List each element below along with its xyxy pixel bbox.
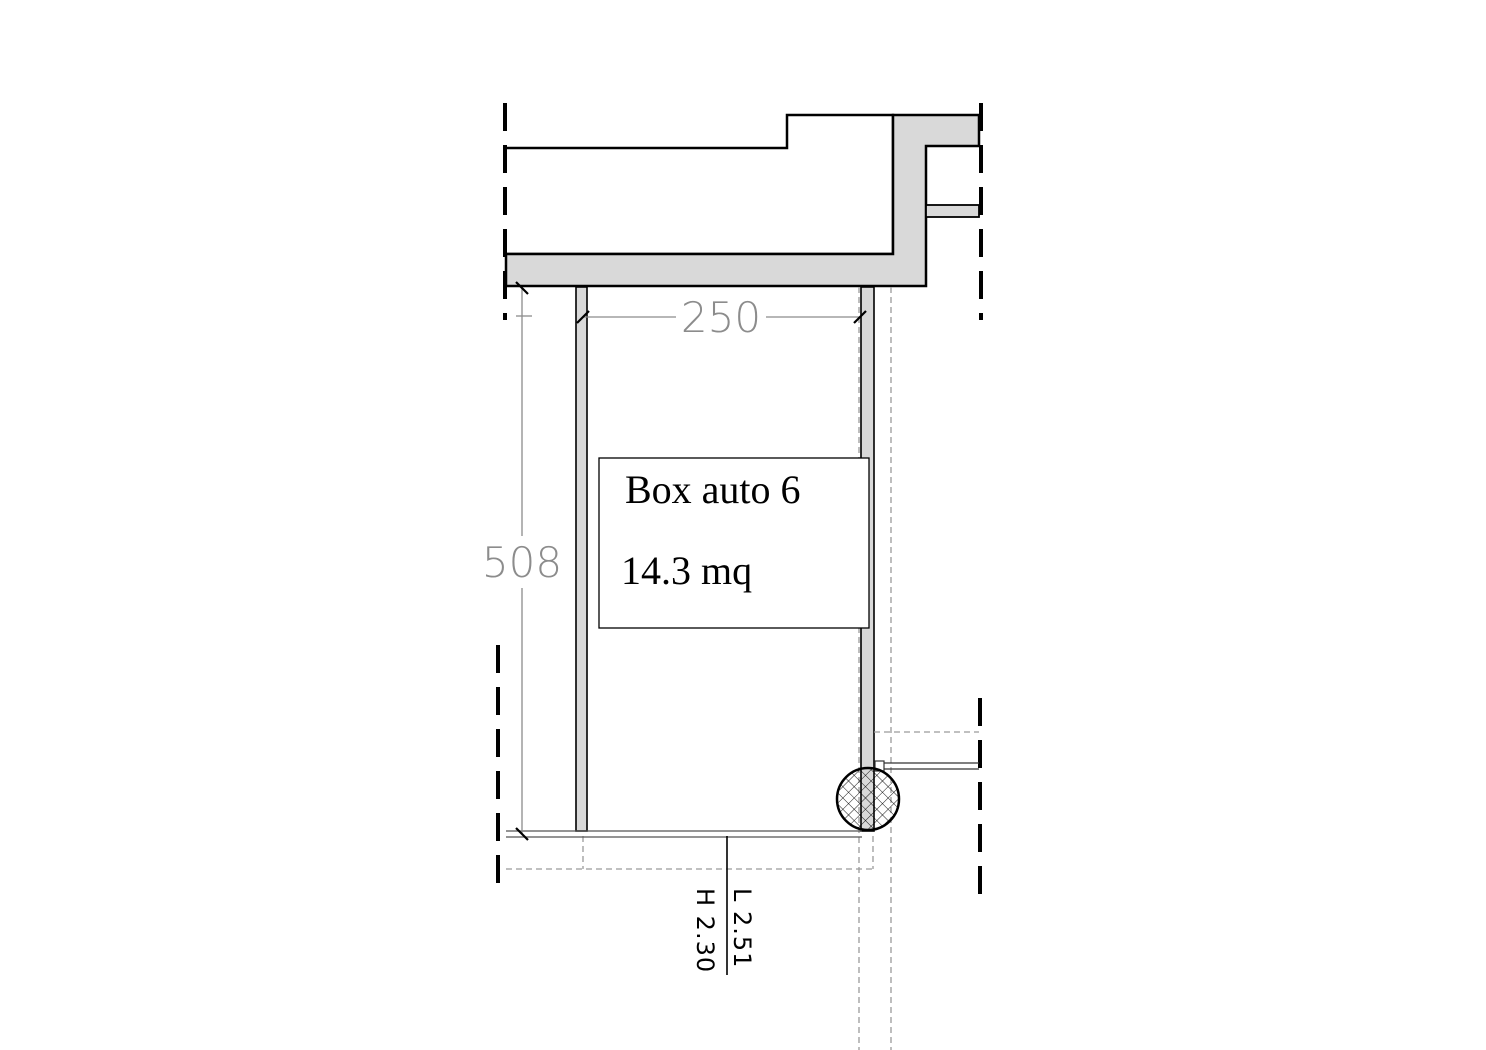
- width-dimension-ticks: [576, 310, 867, 324]
- opening-height-label: H 2.30: [691, 888, 719, 973]
- right-stub-lines: [874, 760, 979, 772]
- concrete-wall: [504, 113, 981, 288]
- upper-structure-outline: [506, 113, 895, 256]
- depth-dimension-label: 508: [482, 538, 562, 587]
- room-area: 14.3 mq: [621, 548, 752, 593]
- depth-dimension-ticks: [515, 281, 529, 841]
- column-hatched: [835, 766, 901, 832]
- opening-length-label: L 2.51: [728, 888, 756, 968]
- depth-dimension-line: [516, 288, 532, 834]
- partition-wall-left: [575, 286, 588, 832]
- wall-stub-right: [925, 204, 980, 218]
- room-label-box: [598, 457, 870, 629]
- width-dimension-label: 250: [681, 293, 761, 342]
- room-name: Box auto 6: [625, 467, 801, 512]
- hidden-lines: [506, 287, 979, 1050]
- door-threshold: [506, 830, 862, 838]
